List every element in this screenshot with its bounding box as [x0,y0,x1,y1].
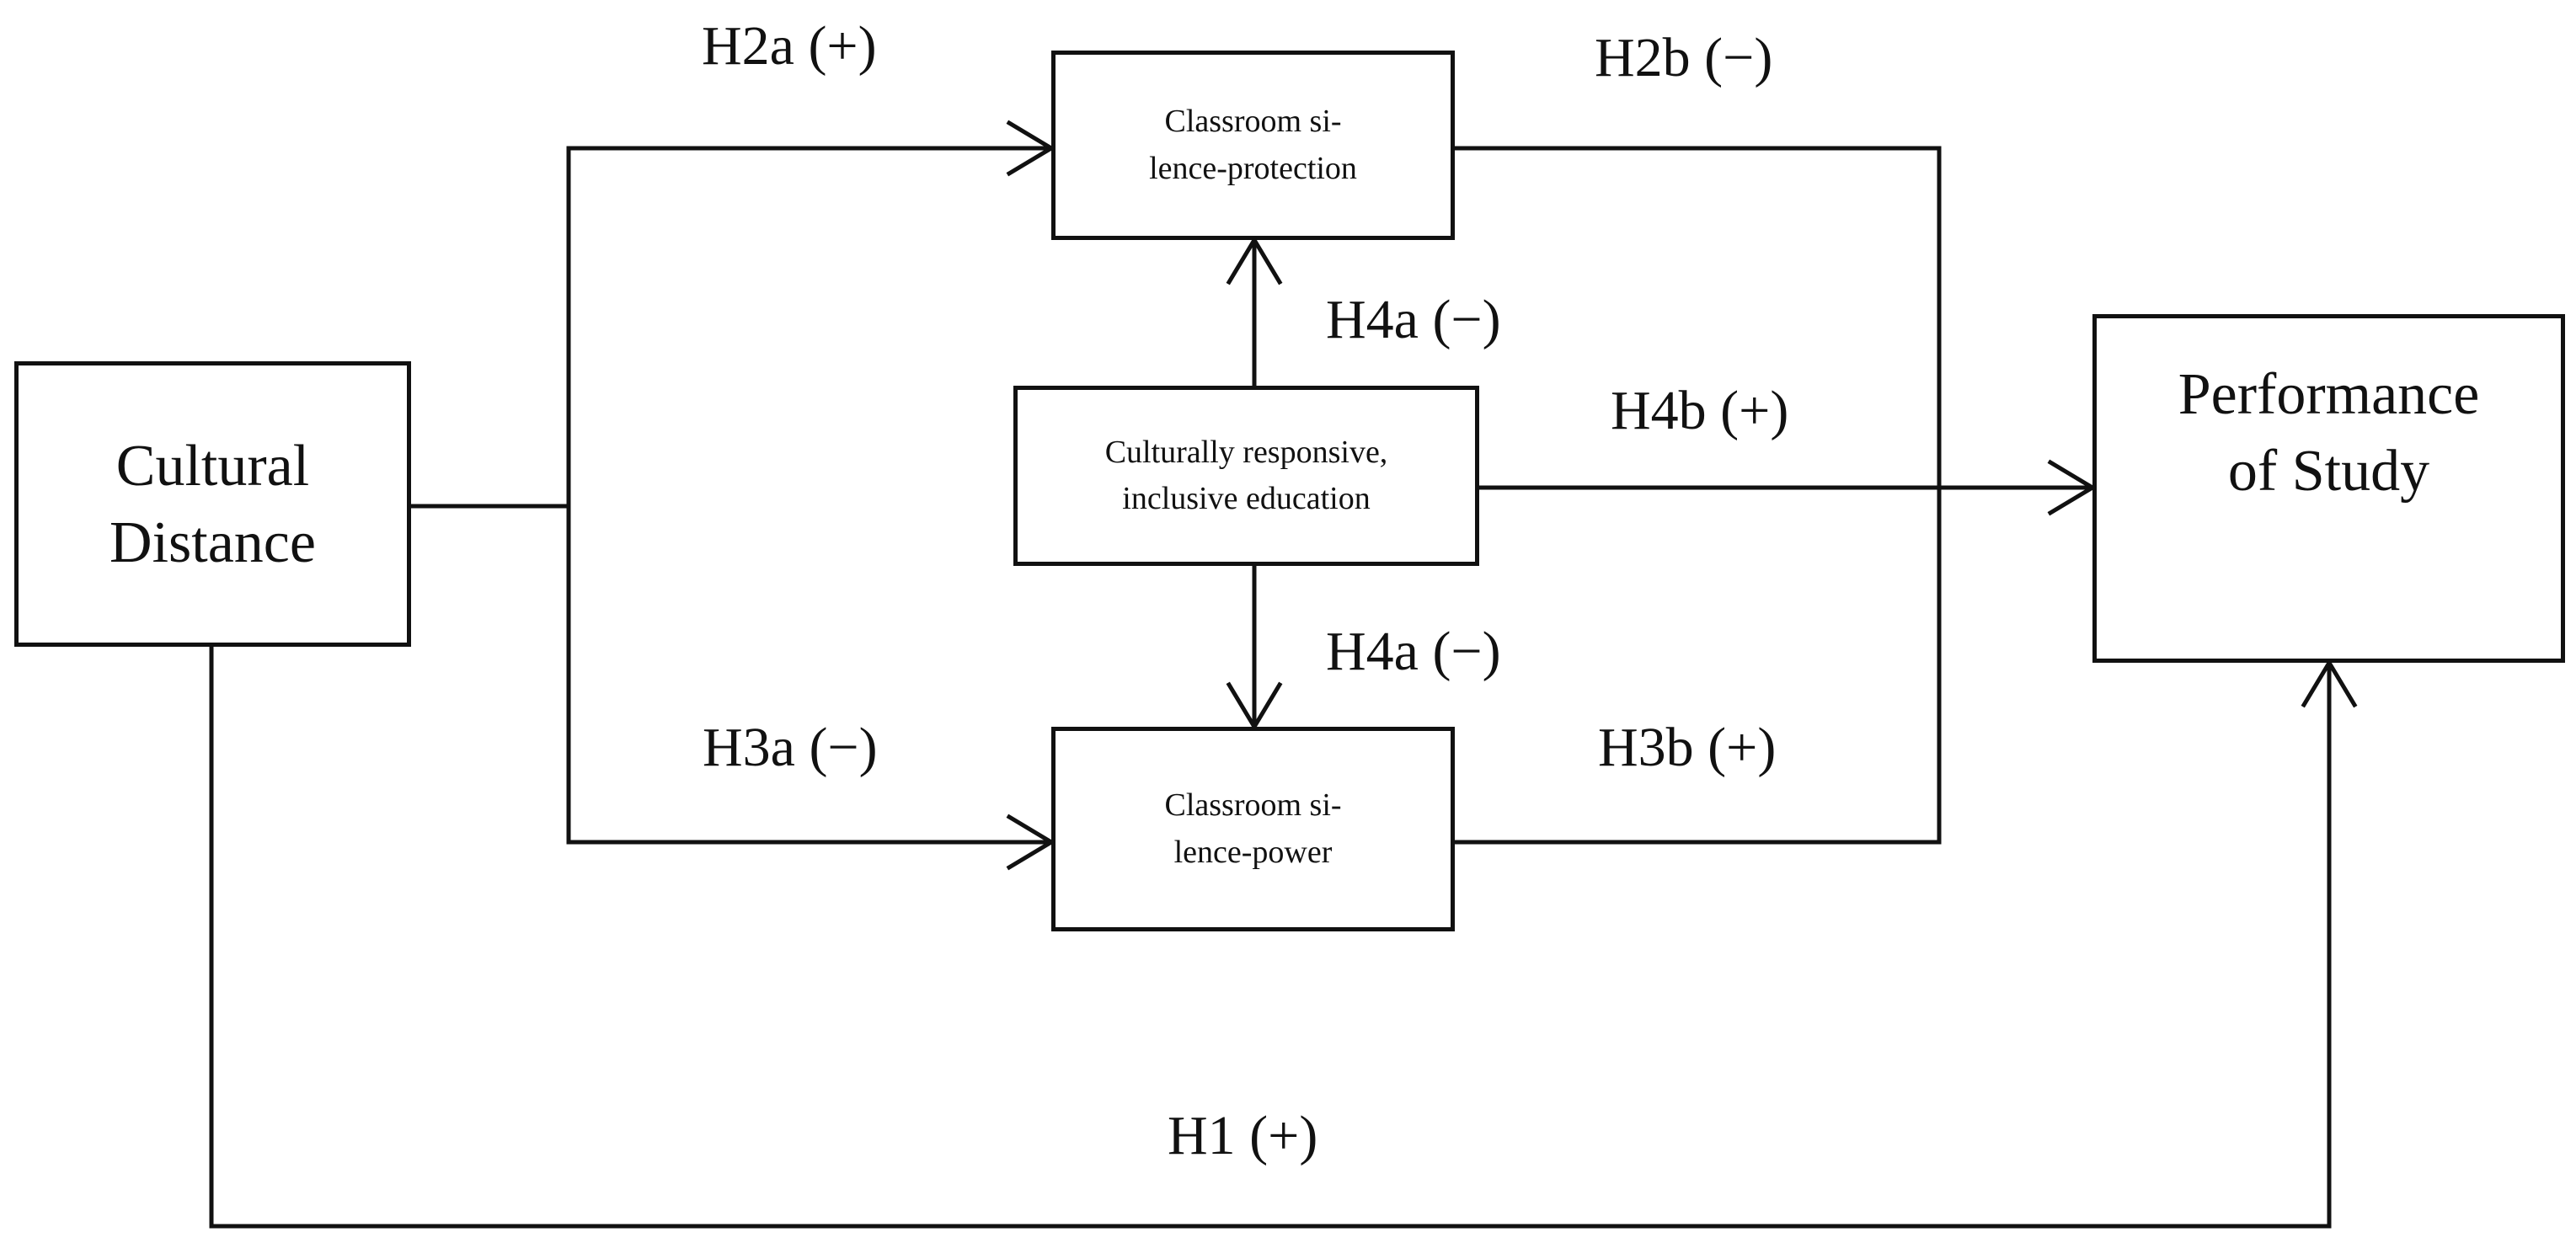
h4b-label: H4b (+) [1611,380,1789,441]
cultural-distance-box: Cultural Distance [14,361,411,647]
h3a-label: H3a (−) [703,717,878,778]
performance-box: Performance of Study [2092,314,2565,663]
h1-label: H1 (+) [1168,1105,1318,1166]
silence-protection-box: Classroom si- lence-protection [1051,51,1455,240]
silence-protection-label: Classroom si- lence-protection [1149,104,1357,186]
inclusive-education-label: Culturally responsive, inclusive educati… [1104,434,1388,516]
inclusive-education-box: Culturally responsive, inclusive educati… [1013,386,1479,566]
performance-label: Performance of Study [2178,362,2480,504]
cultural-distance-label: Cultural Distance [110,433,316,575]
silence-power-label: Classroom si- lence-power [1164,787,1342,870]
silence-power-box: Classroom si- lence-power [1051,727,1455,931]
h4a-bottom-label: H4a (−) [1326,621,1501,682]
h4a-top-label: H4a (−) [1326,289,1501,350]
h2b-label: H2b (−) [1595,27,1773,88]
h1-arrowhead [2301,659,2358,708]
h4a-top-arrowhead [1226,236,1283,285]
h1-arrow-line [209,644,2332,1229]
h2a-label: H2a (+) [702,15,877,77]
h3b-label: H3b (+) [1598,717,1777,778]
